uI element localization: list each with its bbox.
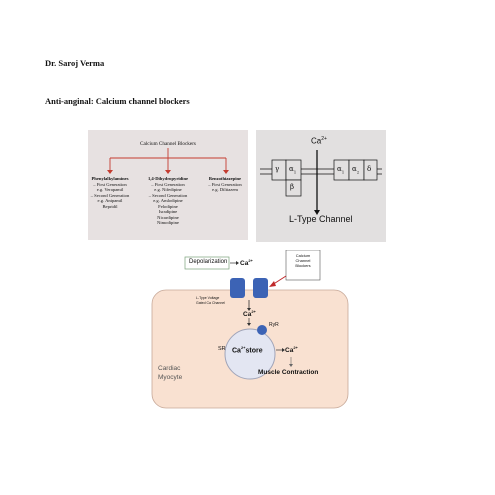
blockers-box	[285, 250, 321, 281]
channel-caption: L-Type Channel	[289, 214, 353, 224]
classification-figure: Calcium Channel Blockers Phenylalkylamin…	[88, 130, 248, 240]
class-line: Nimodipine	[157, 220, 179, 225]
ca-outside-label: Ca2+	[240, 258, 253, 268]
class-line: e.g. Amlodipine	[153, 198, 183, 203]
ryr-receptor	[257, 325, 267, 335]
column-phenylalkylamines: Phenylalkylamines – First Generation e.g…	[90, 176, 130, 209]
myocyte-figure: Depolarization Ca2+ Calcium Channel Bloc…	[150, 250, 350, 410]
class-name: Benzothiazepine	[208, 176, 242, 181]
beta-subunit	[285, 179, 302, 197]
classification-arrows	[107, 148, 229, 174]
class-line: – First Generation	[93, 181, 127, 187]
depolarization-label: Depolarization	[189, 259, 228, 265]
ca-store-label: Ca2+store	[232, 345, 263, 355]
beta-label: β	[290, 183, 295, 191]
cell-label: Cardiac Myocyte	[158, 365, 183, 381]
alpha2-label: α2	[352, 165, 360, 175]
class-line: – Second Generation	[90, 192, 130, 198]
page-heading: Anti-anginal: Calcium channel blockers	[45, 96, 190, 106]
alpha1-left-label: α1	[289, 165, 297, 175]
sr-label: SR	[218, 346, 226, 352]
class-name: Phenylalkylamines	[91, 176, 129, 181]
class-line: Isradipine	[158, 209, 178, 214]
class-line: Felodipine	[158, 203, 178, 209]
channel-diagram	[260, 150, 382, 215]
channel-right-block	[253, 278, 268, 298]
class-line: – First Generation	[208, 181, 242, 187]
l-type-channel-figure: Ca2+ γ α1 β α1 α2 δ L-Type Channel	[256, 130, 386, 242]
column-benzothiazepine: Benzothiazepine – First Generation e.g. …	[204, 176, 246, 193]
class-line: e.g. Verapamil	[96, 187, 124, 192]
classification-title: Calcium Channel Blockers	[140, 141, 196, 147]
class-line: Nicardipine	[157, 214, 179, 220]
ryr-label: RyR	[269, 322, 279, 328]
delta-label: δ	[367, 165, 372, 173]
alpha1-right-label: α1	[337, 165, 345, 175]
class-line: e.g. Nifedipine	[154, 187, 182, 192]
class-line: Bepridil	[102, 203, 118, 209]
myocyte-diagram	[151, 250, 349, 409]
class-line: e.g. Diltiazem	[212, 187, 238, 192]
ca-released-label: Ca2+	[285, 345, 298, 355]
delta-subunit	[363, 159, 378, 181]
column-dihydropyridine: 1,4-Dihydropyridine – First Generation e…	[144, 176, 192, 226]
class-line: e.g. Anipamil	[97, 198, 123, 203]
class-name: 1,4-Dihydropyridine	[147, 176, 189, 181]
class-line: – First Generation	[151, 181, 185, 187]
ca-inside-label: Ca2+	[243, 309, 256, 319]
blockers-label: Calcium Channel Blockers	[295, 253, 311, 269]
channel-left-block	[230, 278, 245, 298]
depolarization-box	[184, 256, 230, 270]
gamma-label: γ	[275, 165, 280, 173]
sr-circle	[224, 328, 276, 380]
class-line: – Second Generation	[148, 192, 188, 198]
channel-type-label: L-Type Voltage Gated Ca Channel	[196, 296, 225, 305]
author-name: Dr. Saroj Verma	[45, 58, 105, 68]
muscle-contraction-label: Muscle Contraction	[258, 369, 319, 376]
ion-label: Ca2+	[311, 136, 327, 146]
